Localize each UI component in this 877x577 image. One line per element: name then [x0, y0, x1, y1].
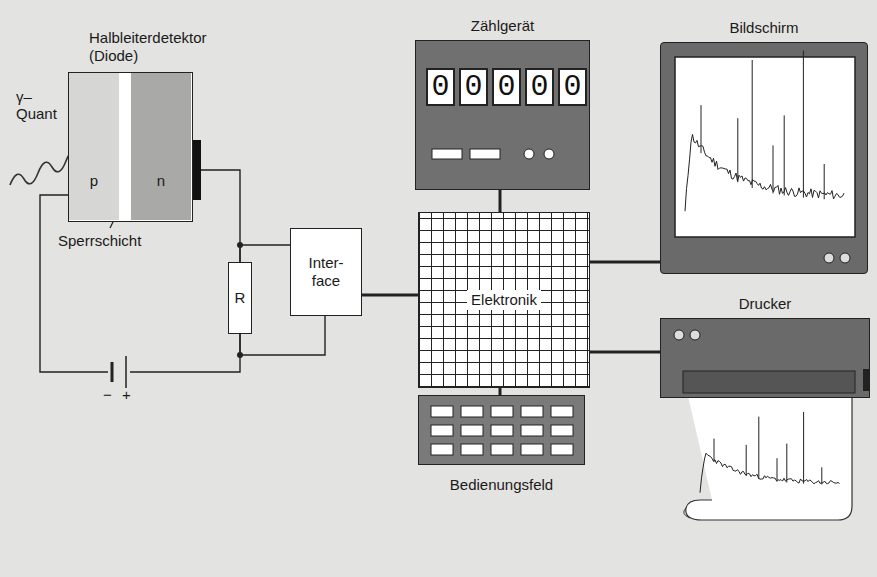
printer: Drucker: [660, 318, 870, 398]
control-panel: Bedienungsfeld: [418, 395, 585, 465]
gamma-label: γ– Quant: [16, 88, 68, 123]
electronics-grid: Elektronik: [418, 212, 590, 388]
cable: [499, 388, 502, 395]
depletion-label: Sperrschicht: [58, 232, 141, 249]
node-heading: Halbleiterdetektor (Diode): [89, 29, 229, 65]
counter-digit: 0: [558, 68, 587, 106]
counter-digit: 0: [459, 68, 488, 106]
interface-box: Inter- face: [290, 228, 362, 316]
printer-paper: [686, 396, 852, 520]
n-region: n: [131, 73, 191, 220]
battery-plate: [125, 356, 127, 388]
node-text: Elektronik: [467, 290, 541, 310]
control-panel-art: [419, 396, 584, 464]
diode-contact: [193, 140, 201, 200]
paper-curl: [684, 508, 690, 518]
cable: [590, 261, 660, 264]
counter-digit: 0: [492, 68, 521, 106]
counter-device-art: [416, 41, 589, 189]
spectrum-trace: [700, 412, 840, 493]
counter-device: Zählgerät: [415, 40, 590, 190]
node-text: Inter- face: [297, 254, 355, 290]
battery-plate: [111, 362, 114, 382]
wire: [240, 316, 325, 355]
paper-spectrum: [700, 412, 840, 493]
junction-dot: [237, 352, 243, 358]
p-region: p: [69, 73, 119, 220]
cable: [590, 351, 660, 354]
node-heading: Bildschirm: [729, 19, 798, 37]
junction-dot: [237, 242, 243, 248]
cable: [362, 294, 418, 297]
node-heading: Bedienungsfeld: [450, 476, 553, 494]
semiconductor-diode: Halbleiterdetektor (Diode)pn: [68, 72, 193, 222]
node-text: n: [157, 172, 165, 190]
counter-digit: 0: [525, 68, 554, 106]
wire: [240, 245, 290, 262]
node-text: R: [235, 289, 246, 307]
monitor: Bildschirm: [660, 42, 868, 274]
node-heading: Zählgerät: [471, 17, 534, 35]
node-text: p: [90, 172, 98, 190]
node-heading: Drucker: [739, 295, 792, 313]
polarity-sign: −: [103, 386, 112, 403]
printer-art: [661, 319, 869, 397]
resistor-symbol: R: [228, 262, 252, 334]
monitor-art: [661, 43, 867, 273]
cable: [499, 190, 502, 212]
counter-digit: 0: [426, 68, 455, 106]
polarity-sign: +: [122, 386, 131, 403]
